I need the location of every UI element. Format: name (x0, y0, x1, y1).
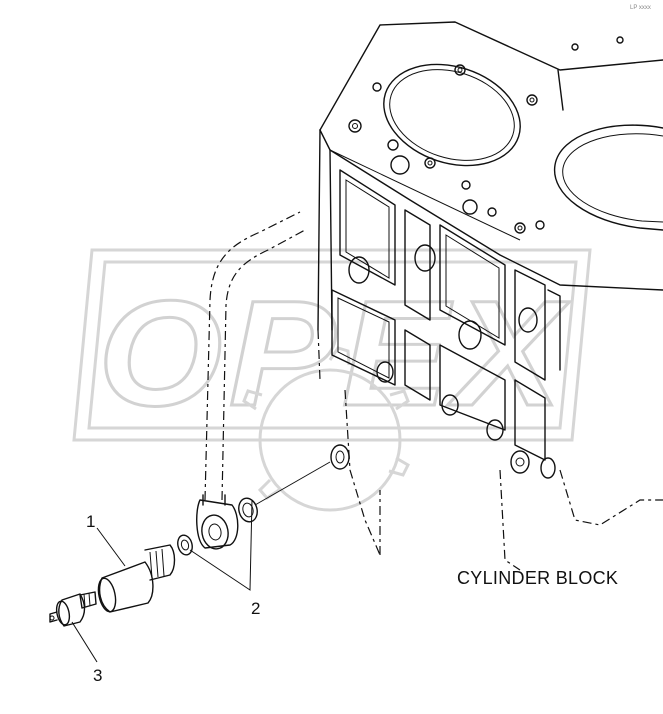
gear-icon (242, 346, 410, 512)
sealing-washer-upper (238, 497, 258, 523)
assembly-line (254, 461, 331, 506)
callout-1: 1 (86, 512, 95, 531)
callout-3: 3 (93, 666, 102, 685)
cylinder-block-caption: CYLINDER BLOCK (457, 568, 618, 588)
sealing-washer-lower (177, 534, 193, 556)
banjo-fitting (196, 494, 239, 550)
coolant-tube (204, 211, 306, 501)
leader-2 (189, 499, 253, 591)
corner-code: LP xxxx (630, 5, 651, 11)
leader-1 (96, 527, 126, 567)
cylinder-block (317, 21, 663, 571)
callout-2: 2 (251, 599, 260, 618)
adapter-bolt (97, 544, 176, 613)
temperature-sensor (49, 591, 97, 627)
leader-3 (71, 621, 98, 663)
